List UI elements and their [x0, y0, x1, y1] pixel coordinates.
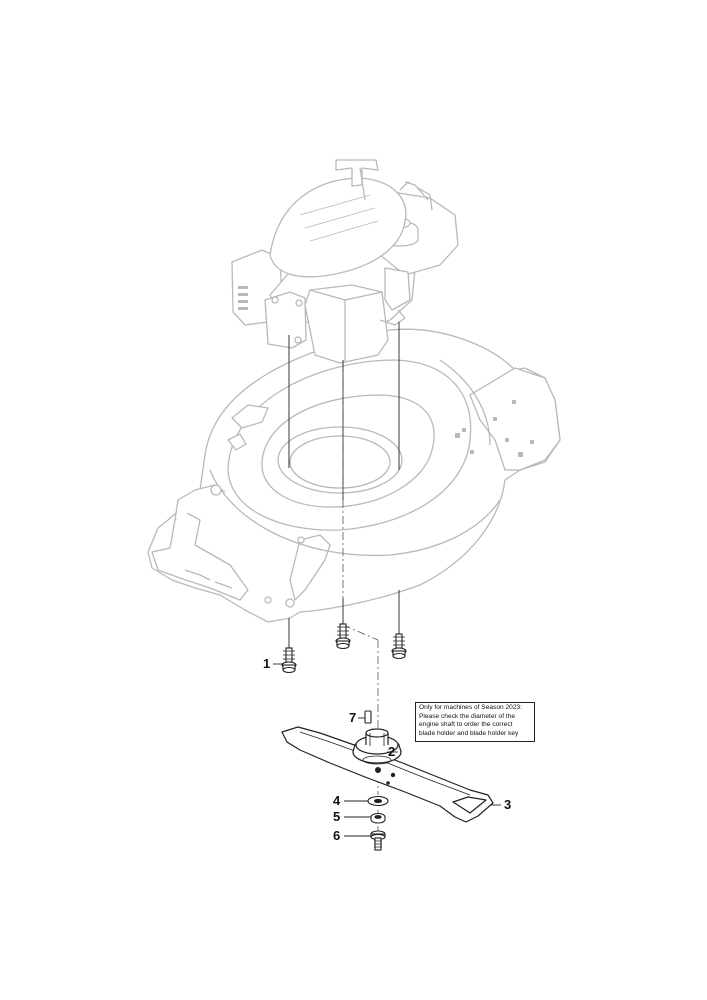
callout-5: 5 [333, 809, 341, 824]
season-note-box: Only for machines of Season 2023: Please… [415, 702, 535, 742]
blade-bolt-part [370, 830, 386, 851]
callout-7: 7 [349, 710, 357, 725]
bolt-center [335, 623, 351, 650]
note-line-3: engine shaft to order the correct [419, 721, 513, 729]
mower-deck [147, 328, 561, 623]
blade-holder-key-part [364, 710, 372, 724]
callout-3: 3 [504, 797, 512, 812]
note-line-4: blade holder and blade holder key [419, 729, 519, 737]
callout-2: 2 [388, 744, 396, 759]
washer-small-part [370, 812, 386, 824]
bolt-right [391, 633, 407, 660]
leader-lines [273, 663, 501, 837]
note-line-2: Please check the diameter of the [419, 712, 516, 720]
bolt-left [281, 647, 297, 674]
note-line-1: Only for machines of Season 2023: [419, 704, 522, 711]
washer-large-part [367, 795, 389, 807]
engine [231, 159, 459, 364]
callout-6: 6 [333, 828, 341, 843]
callout-4: 4 [333, 793, 341, 808]
blade-holder-part [352, 728, 402, 765]
callout-1: 1 [263, 656, 271, 671]
